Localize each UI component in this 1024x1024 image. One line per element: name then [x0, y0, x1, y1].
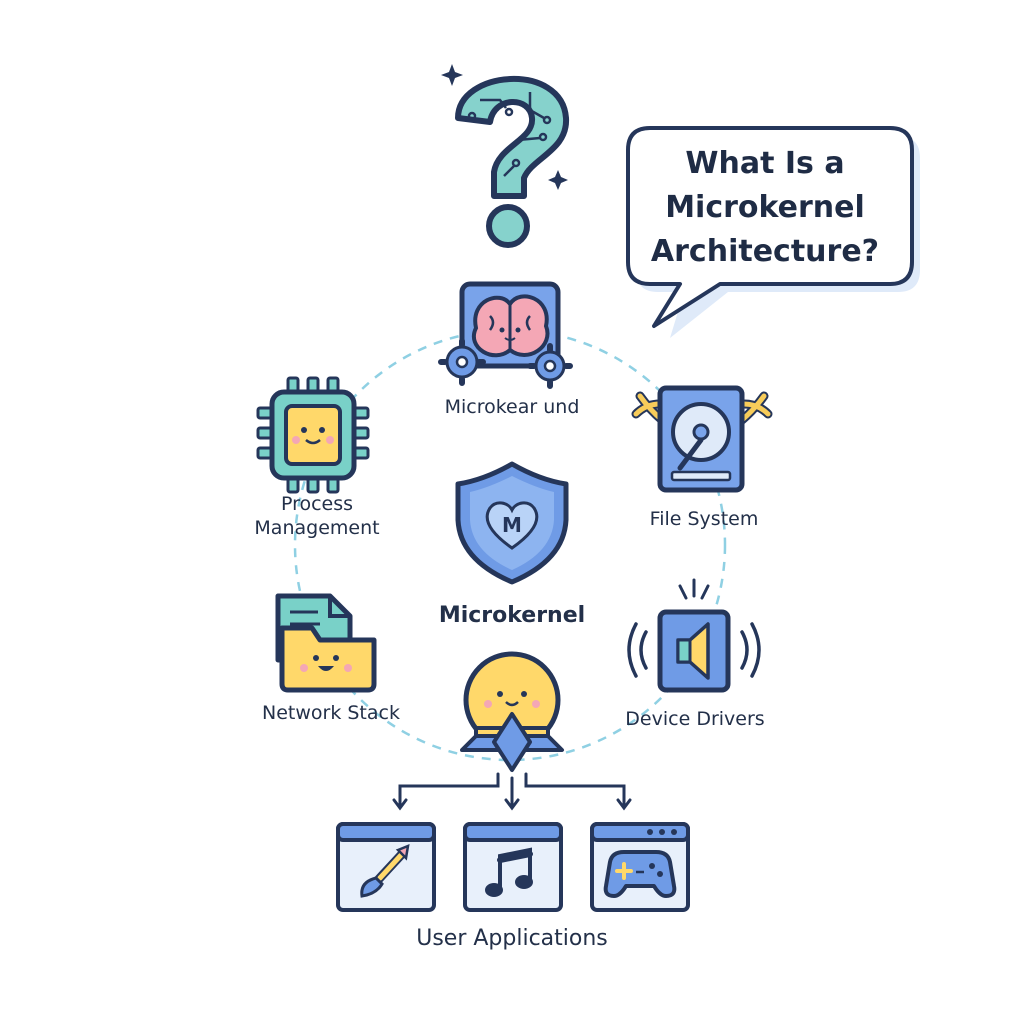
folder-icon: [275, 593, 377, 693]
question-mark-icon: [455, 75, 570, 248]
speech-bubble: [626, 126, 920, 338]
brain-gears-icon: [438, 281, 573, 389]
question-line-3: Architecture?: [650, 234, 880, 269]
label-top-node: Microkear und: [444, 396, 580, 418]
gamepad-icon: [603, 850, 677, 898]
paint-brush-icon: [360, 844, 410, 898]
hard-drive-icon: [631, 385, 773, 493]
question-title: What Is a Microkernel Architecture?: [640, 142, 890, 274]
cpu-chip-icon: [256, 376, 370, 494]
connector-arrows: [392, 772, 632, 811]
label-file-system: File System: [649, 508, 759, 530]
question-line-1: What Is a: [685, 146, 845, 181]
label-network-stack: Network Stack: [262, 702, 400, 724]
label-process-management: Process Management: [222, 492, 412, 540]
label-device-drivers: Device Drivers: [625, 708, 765, 730]
question-line-2: Microkernel: [665, 190, 865, 225]
rocket-icon: [460, 651, 564, 772]
label-process-line-1: Process: [280, 493, 354, 515]
app-window-game: [590, 822, 690, 912]
label-center-microkernel: Microkernel: [438, 603, 586, 628]
app-window-music: [463, 822, 563, 912]
shield-heart-icon: [455, 461, 569, 585]
sparkle-icon: [441, 64, 568, 190]
music-note-icon: [485, 847, 533, 897]
speaker-icon: [627, 578, 761, 693]
label-user-applications: User Applications: [416, 926, 608, 951]
shield-letter: M: [502, 513, 522, 537]
orbit-ring: [293, 328, 727, 762]
label-process-line-2: Management: [254, 517, 380, 539]
